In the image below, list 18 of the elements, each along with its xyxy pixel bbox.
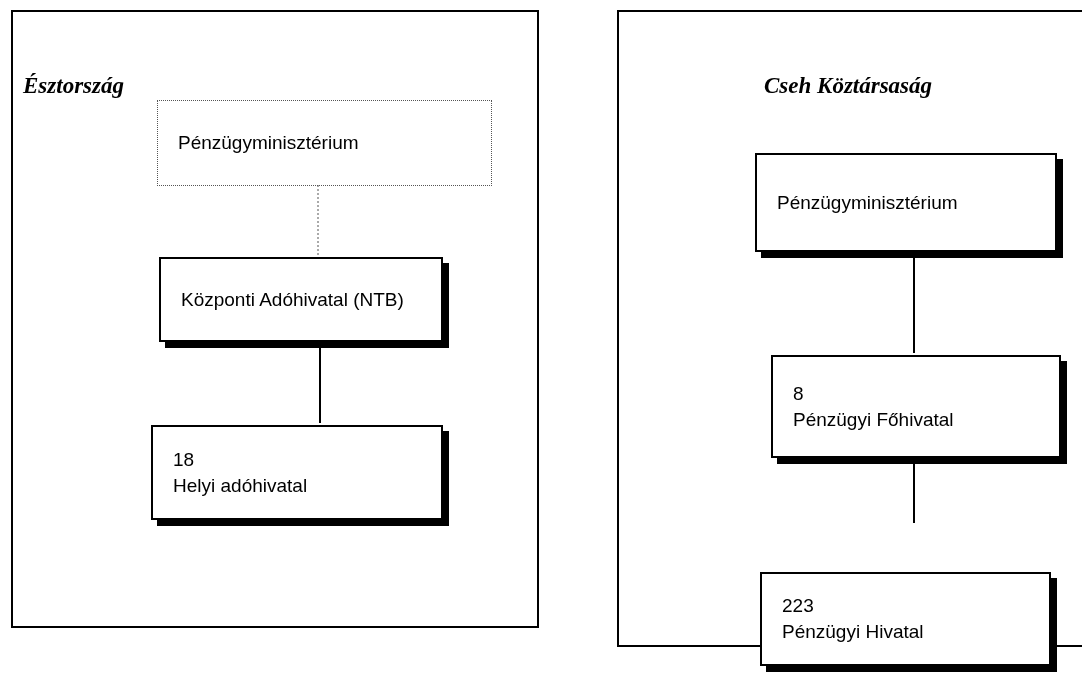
country-frame (617, 10, 1082, 647)
office-label: 8 (793, 381, 805, 406)
connector-line (317, 184, 319, 256)
office-label: Helyi adóhivatal (173, 473, 309, 498)
connector-line (913, 255, 915, 354)
office-label: Központi Adóhivatal (NTB) (181, 287, 405, 312)
country-title: Észtország (23, 74, 124, 97)
office-label: 18 (173, 447, 196, 472)
connector-line (319, 345, 321, 424)
office-label: Pénzügyminisztérium (777, 190, 959, 215)
office-label: 223 (782, 594, 815, 619)
office-label: Pénzügyminisztérium (178, 131, 360, 156)
office-box (157, 100, 492, 186)
country-frame (11, 10, 539, 628)
office-label: Pénzügyi Főhivatal (793, 407, 955, 432)
connector-line (913, 461, 915, 524)
country-title: Cseh Köztársaság (764, 74, 933, 97)
office-label: Pénzügyi Hivatal (782, 620, 925, 644)
